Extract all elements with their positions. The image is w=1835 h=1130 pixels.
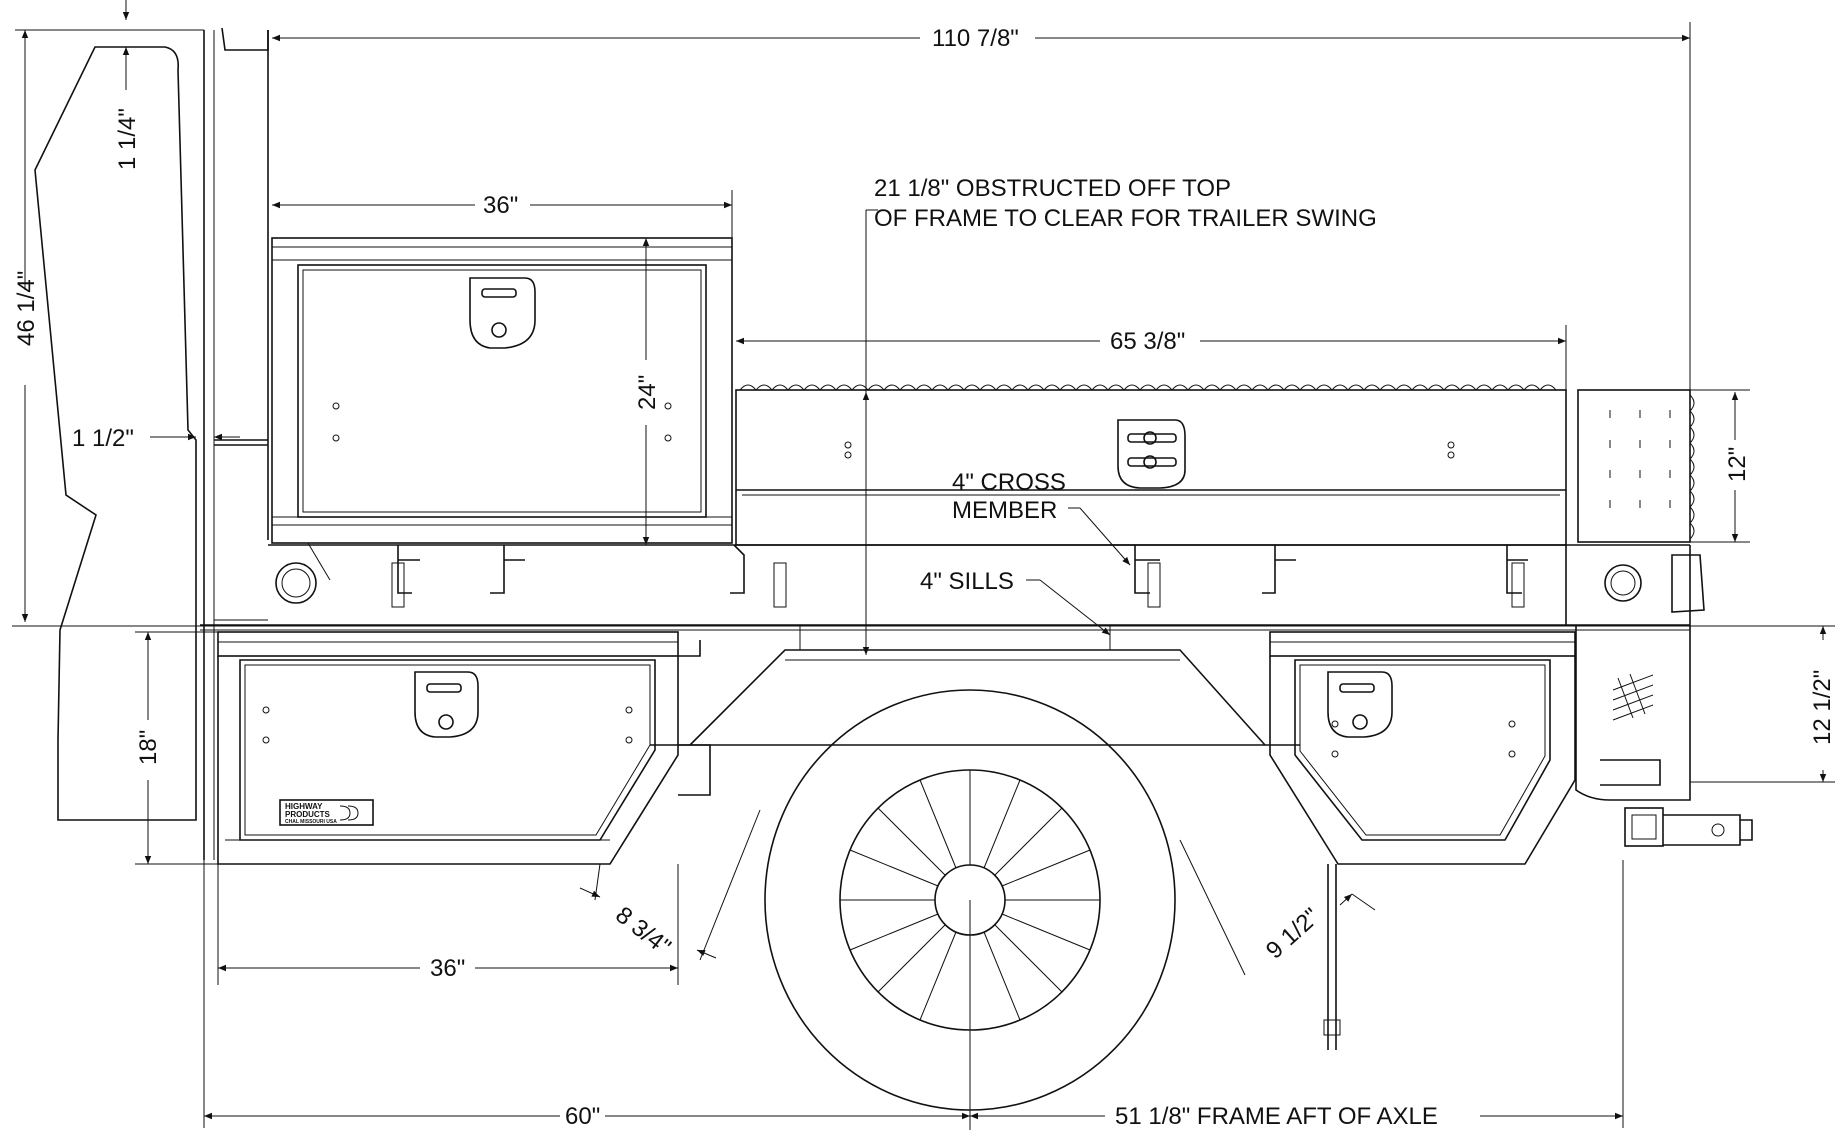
dim-axle-aft: 51 1/8" FRAME AFT OF AXLE: [1115, 1103, 1438, 1130]
upper-toolbox: [271, 237, 733, 581]
dim-side-offset: 1 1/2": [72, 425, 134, 452]
dim-axle-forward: 60": [565, 1103, 600, 1130]
note-sills: 4" SILLS: [920, 568, 1014, 595]
svg-text:CHAL MISSOURI USA: CHAL MISSOURI USA: [285, 819, 337, 825]
note-obstructed-line2: OF FRAME TO CLEAR FOR TRAILER SWING: [874, 205, 1377, 232]
note-obstructed-line1: 21 1/8" OBSTRUCTED OFF TOP: [874, 175, 1231, 202]
dim-right-box-bevel: 9 1/2": [1261, 903, 1325, 964]
dim-upper-box-height: 24": [634, 375, 661, 410]
dim-overall-height: 46 1/4": [13, 271, 40, 346]
highway-products-logo: HIGHWAY PRODUCTS CHAL MISSOURI USA: [279, 799, 374, 826]
rear-step-box: [1577, 389, 1695, 543]
truck-cab-outline: [34, 27, 269, 860]
dim-chest-width: 65 3/8": [1110, 328, 1185, 355]
dim-upper-box-width: 36": [483, 192, 518, 219]
dimension-labels: 110 7/8" 46 1/4" 1 1/4" 1 1/2" 36" 24" 6…: [13, 25, 1835, 1130]
svg-text:PRODUCTS: PRODUCTS: [285, 810, 331, 819]
svg-text:HIGHWAY: HIGHWAY: [285, 802, 323, 811]
dim-overall-length: 110 7/8": [932, 25, 1019, 52]
dim-rear-box-height: 12": [1724, 447, 1751, 482]
dim-hitch-drop: 12 1/2": [1809, 670, 1835, 745]
dim-lower-box-height: 18": [135, 730, 162, 765]
note-cross-member-line2: MEMBER: [952, 497, 1057, 524]
lower-left-toolbox: HIGHWAY PRODUCTS CHAL MISSOURI USA: [217, 631, 711, 865]
note-cross-member-line1: 4" CROSS: [952, 469, 1066, 496]
lower-right-toolbox: [1269, 631, 1576, 1050]
top-chest-box: [735, 384, 1567, 546]
dimension-lines: [12, 0, 1835, 1130]
dim-left-box-bevel: 8 3/4": [610, 901, 675, 960]
dim-top-offset: 1 1/4": [114, 108, 141, 170]
dim-lower-box-width: 36": [430, 955, 465, 982]
truck-frame: [200, 544, 1753, 847]
